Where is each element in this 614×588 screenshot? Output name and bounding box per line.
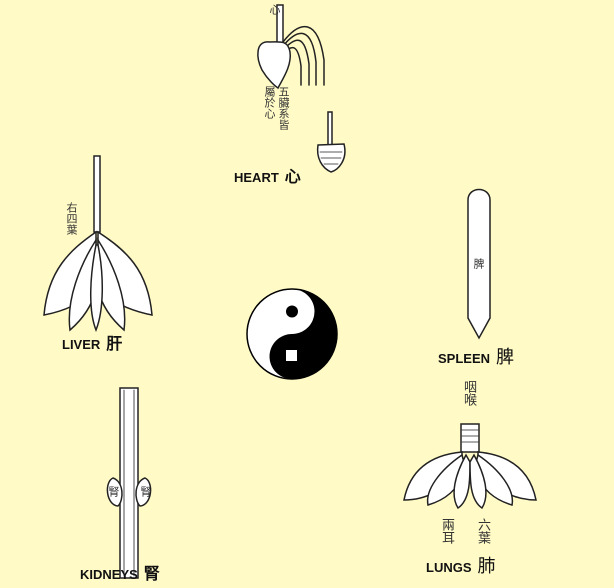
lungs-annotation: 咽喉 bbox=[461, 380, 476, 406]
liver-label-cn: 肝 bbox=[106, 334, 123, 353]
lungs-illustration bbox=[403, 423, 537, 510]
heart-label: HEART 心 bbox=[234, 163, 301, 187]
heart-illustration bbox=[257, 4, 346, 173]
lungs-label: LUNGS 肺 bbox=[426, 552, 496, 578]
kidneys-label: KIDNEYS 腎 bbox=[80, 560, 160, 584]
heart-annotation: 心 bbox=[268, 4, 281, 15]
heart-label-cn: 心 bbox=[284, 167, 301, 186]
kidneys-illustration bbox=[106, 387, 152, 579]
heart-annotation: 屬於心 bbox=[263, 86, 276, 119]
heart-annotation: 五臟系皆 bbox=[277, 86, 290, 130]
yin-yang-symbol bbox=[246, 288, 338, 380]
lungs-annotation: 六葉 bbox=[475, 518, 490, 544]
lungs-annotation: 兩耳 bbox=[439, 518, 454, 544]
kidney-annotation: 腎 bbox=[107, 486, 120, 497]
lungs-label-cn: 肺 bbox=[477, 556, 496, 577]
liver-label: LIVER 肝 bbox=[62, 330, 122, 354]
kidneys-label-en: KIDNEYS bbox=[80, 567, 138, 582]
heart-label-en: HEART bbox=[234, 170, 279, 185]
liver-illustration bbox=[43, 155, 153, 333]
spleen-annotation: 脾 bbox=[472, 258, 485, 269]
kidneys-label-cn: 腎 bbox=[143, 564, 160, 583]
spleen-illustration bbox=[467, 188, 491, 340]
spleen-label: SPLEEN 脾 bbox=[438, 343, 514, 369]
spleen-label-en: SPLEEN bbox=[438, 351, 491, 366]
spleen-label-cn: 脾 bbox=[496, 347, 515, 368]
liver-annotation: 右四葉 bbox=[65, 202, 78, 235]
liver-label-en: LIVER bbox=[62, 337, 101, 352]
kidney-annotation: 腎 bbox=[139, 486, 152, 497]
lungs-label-en: LUNGS bbox=[426, 560, 472, 575]
